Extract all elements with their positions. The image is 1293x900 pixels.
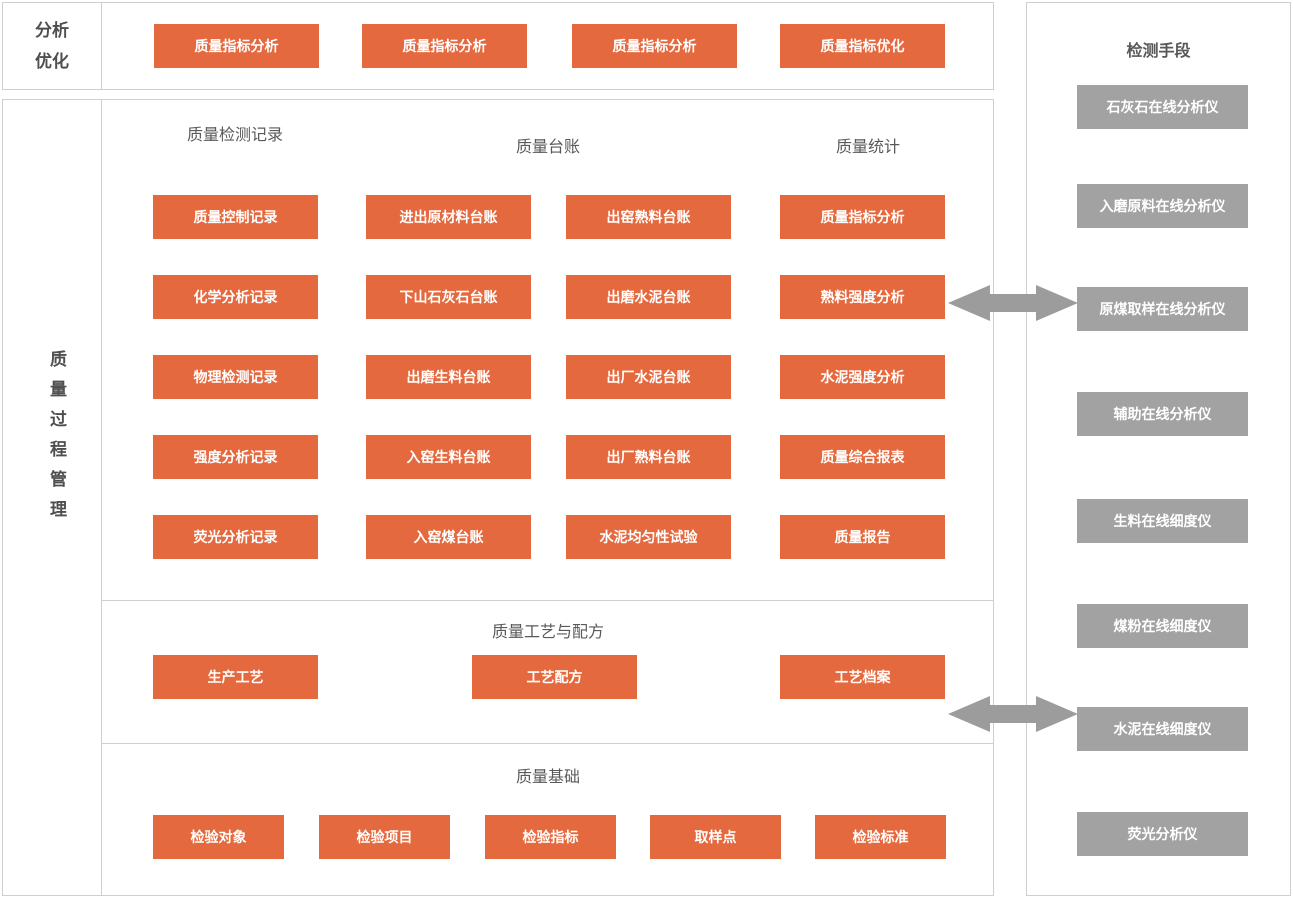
node-cement-uniformity-test[interactable]: 水泥均匀性试验 [566,515,731,559]
node-quality-index-analysis-2[interactable]: 质量指标分析 [362,24,527,68]
node-quality-control-record[interactable]: 质量控制记录 [153,195,318,239]
analysis-optimization-label-line2: 优化 [35,52,69,71]
node-raw-coal-sampling-online-analyzer[interactable]: 原煤取样在线分析仪 [1077,287,1248,331]
node-limestone-ledger[interactable]: 下山石灰石台账 [366,275,531,319]
node-raw-material-ledger[interactable]: 进出原材料台账 [366,195,531,239]
node-auxiliary-online-analyzer[interactable]: 辅助在线分析仪 [1077,392,1248,436]
node-quality-index-analysis-1[interactable]: 质量指标分析 [154,24,319,68]
node-raw-meal-into-kiln-ledger[interactable]: 入窑生料台账 [366,435,531,479]
quality-process-management-label: 质量过程管理 [47,350,66,530]
node-coal-into-kiln-ledger[interactable]: 入窑煤台账 [366,515,531,559]
top-panel-divider [101,3,102,89]
analysis-optimization-label-line1: 分析 [35,21,69,40]
header-quality-statistics: 质量统计 [835,139,901,156]
node-strength-analysis-record[interactable]: 强度分析记录 [153,435,318,479]
header-inspection-records: 质量检测记录 [186,127,284,144]
analysis-optimization-label: 分析 优化 [3,3,101,89]
node-cement-strength-analysis[interactable]: 水泥强度分析 [780,355,945,399]
analysis-optimization-panel: 分析 优化 质量指标分析 质量指标分析 质量指标分析 质量指标优化 [2,2,994,90]
main-panel-divider [101,100,102,895]
node-inspection-object[interactable]: 检验对象 [153,815,284,859]
node-raw-meal-out-mill-ledger[interactable]: 出磨生料台账 [366,355,531,399]
header-detection-means: 检测手段 [1126,43,1191,60]
node-quality-index-optimization[interactable]: 质量指标优化 [780,24,945,68]
node-cement-shipment-ledger[interactable]: 出厂水泥台账 [566,355,731,399]
node-inspection-index[interactable]: 检验指标 [485,815,616,859]
node-mill-feed-online-analyzer[interactable]: 入磨原料在线分析仪 [1077,184,1248,228]
header-process-recipe: 质量工艺与配方 [491,624,605,641]
node-quality-index-analysis-stat[interactable]: 质量指标分析 [780,195,945,239]
node-fluorescence-analysis-record[interactable]: 荧光分析记录 [153,515,318,559]
double-arrow-icon [948,285,1078,321]
header-quality-ledger: 质量台账 [515,139,581,156]
node-process-archive[interactable]: 工艺档案 [780,655,945,699]
node-chemical-analysis-record[interactable]: 化学分析记录 [153,275,318,319]
process-basic-divider [101,743,993,744]
node-clinker-shipment-ledger[interactable]: 出厂熟料台账 [566,435,731,479]
quality-process-management-panel: 质量过程管理 质量检测记录 质量台账 质量统计 质量控制记录 化学分析记录 物理… [2,99,994,896]
detection-means-panel: 检测手段 石灰石在线分析仪 入磨原料在线分析仪 原煤取样在线分析仪 辅助在线分析… [1026,2,1291,896]
node-raw-meal-online-fineness-meter[interactable]: 生料在线细度仪 [1077,499,1248,543]
node-quality-summary-report[interactable]: 质量综合报表 [780,435,945,479]
node-sampling-point[interactable]: 取样点 [650,815,781,859]
node-limestone-online-analyzer[interactable]: 石灰石在线分析仪 [1077,85,1248,129]
header-quality-basic: 质量基础 [515,769,581,786]
node-quality-index-analysis-3[interactable]: 质量指标分析 [572,24,737,68]
node-inspection-item[interactable]: 检验项目 [319,815,450,859]
node-inspection-standard[interactable]: 检验标准 [815,815,946,859]
node-cement-online-fineness-meter[interactable]: 水泥在线细度仪 [1077,707,1248,751]
node-coal-powder-online-fineness-meter[interactable]: 煤粉在线细度仪 [1077,604,1248,648]
node-process-recipe[interactable]: 工艺配方 [472,655,637,699]
node-clinker-out-kiln-ledger[interactable]: 出窑熟料台账 [566,195,731,239]
node-quality-report[interactable]: 质量报告 [780,515,945,559]
node-production-process[interactable]: 生产工艺 [153,655,318,699]
node-clinker-strength-analysis[interactable]: 熟料强度分析 [780,275,945,319]
records-process-divider [101,600,993,601]
node-fluorescence-analyzer[interactable]: 荧光分析仪 [1077,812,1248,856]
node-physical-test-record[interactable]: 物理检测记录 [153,355,318,399]
double-arrow-icon [948,696,1078,732]
node-cement-out-mill-ledger[interactable]: 出磨水泥台账 [566,275,731,319]
